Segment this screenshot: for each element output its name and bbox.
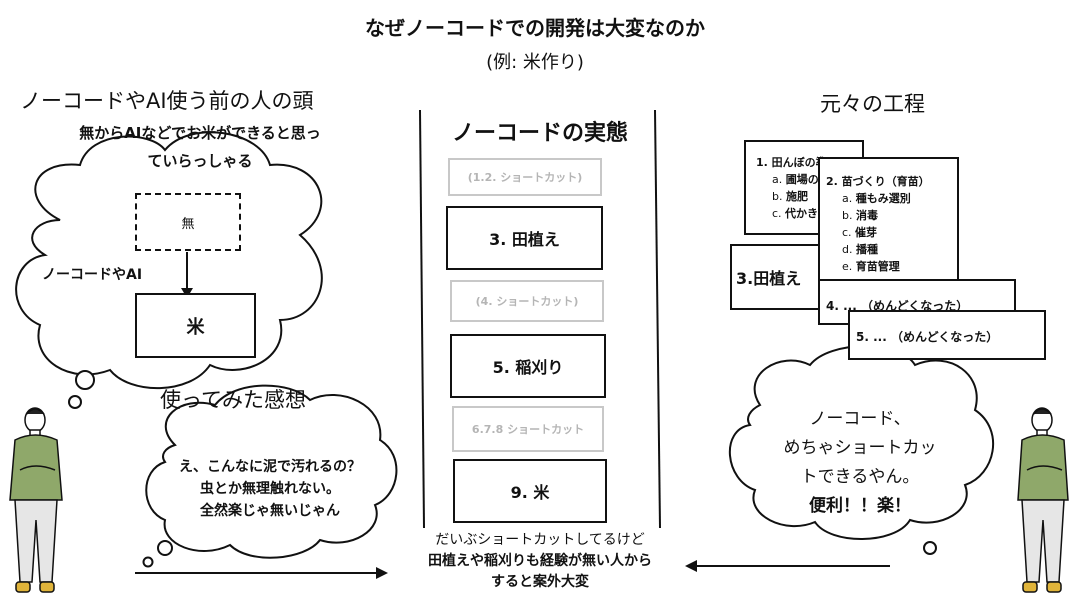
item-letter: d. [842,243,853,256]
divider-right [654,109,661,529]
page2-item-c: c. 催芽 [826,224,957,241]
mu-label: 無 [181,216,195,232]
left-thought-line1: 無からAIなどでお米ができると思っ [79,124,321,142]
right-heading: 元々の工程 [820,92,925,116]
impression-cloud [142,384,398,568]
center-heading: ノーコードの実態 [451,121,628,146]
center-note-line2: 田植えや稲刈りも経験が無い人から [428,553,652,569]
item-letter: a. [772,173,783,186]
step-3-rice-planting: 3. 田植え [446,206,603,270]
page2-title: 2. 苗づくり（育苗） [826,175,930,188]
person-left-illustration [9,407,63,593]
step-shortcut-6-7-8: 6.7.8 ショートカット [452,406,604,452]
right-thought-line3: トできるやん。 [800,467,920,487]
step-label: (4. ショートカット) [475,295,579,308]
center-note: だいぶショートカットしてるけど 田植えや稲刈りも経験が無い人から すると案外大変 [395,530,685,593]
step-label: 5. 稲刈り [492,358,564,377]
divider-left [419,109,425,529]
right-thought-line1: ノーコード、 [809,409,911,429]
page3-title: 3.田植え [736,269,802,288]
right-thought-line2: めちゃショートカッ [783,438,937,458]
item-text: 代かき [785,207,819,220]
bottom-right-arrow [685,560,890,572]
item-text: 消毒 [855,209,878,222]
step-label: 9. 米 [510,483,550,502]
impression-text: え、こんなに泥で汚れるの？ 虫とか無理触れない。 全然楽じゃ無いじゃん [140,456,400,522]
item-letter: c. [772,207,782,220]
item-text: 育苗管理 [855,260,900,273]
page4-title: 4. ... （めんどくなった） [826,299,969,313]
right-thought-text: ノーコード、 めちゃショートカッ トできるやん。 便利！！楽！ [745,405,975,521]
item-text: 播種 [855,243,878,256]
left-thought-line2: ていらっしゃる [147,152,253,170]
center-note-line1: だいぶショートカットしてるけど [435,532,645,548]
center-note-line3: すると案外大変 [491,574,589,590]
item-text: 種もみ選別 [855,192,911,205]
page2-item-d: d. 播種 [826,241,957,258]
kome-label: 米 [186,316,205,338]
item-letter: c. [842,226,852,239]
impression-line2: 虫とか無理触れない。 [200,481,340,497]
item-text: 催芽 [855,226,878,239]
left-heading: ノーコードやAI使う前の人の頭 [20,89,314,113]
item-letter: b. [842,209,853,222]
process-page-2: 2. 苗づくり（育苗） a. 種もみ選別 b. 消毒 c. 催芽 d. 播種 e… [818,157,959,285]
step-label: 3. 田植え [489,230,560,249]
page1-item-a: a. 圃場の [756,171,862,188]
item-text: 施肥 [785,190,808,203]
page-title: なぜノーコードでの開発は大変なのか [365,16,705,40]
right-thought-cloud [728,345,994,555]
page-subtitle: (例: 米作り) [486,52,584,73]
person-right-illustration [1017,407,1069,593]
impression-line1: え、こんなに泥で汚れるの？ [179,459,361,475]
kome-box: 米 [135,293,256,358]
step-label: 6.7.8 ショートカット [471,423,585,436]
impression-line3: 全然楽じゃ無いじゃん [200,503,340,519]
bottom-left-arrow [135,567,388,579]
step-9-rice: 9. 米 [453,459,607,523]
page2-item-e: e. 育苗管理 [826,258,957,275]
page2-item-a: a. 種もみ選別 [826,190,957,207]
step-shortcut-1-2: (1.2. ショートカット) [448,158,602,196]
page1-item-b: b. 施肥 [756,188,862,205]
page1-title: 1. 田んぼの準 [756,156,827,169]
impression-heading: 使ってみた感想 [160,388,306,412]
page2-item-b: b. 消毒 [826,207,957,224]
step-label: (1.2. ショートカット) [467,171,583,184]
item-letter: b. [772,190,783,203]
item-letter: a. [842,192,853,205]
page5-title: 5. ... （めんどくなった） [856,330,999,344]
right-thought-line4: 便利！！楽！ [809,496,911,516]
step-5-harvest: 5. 稲刈り [450,334,606,398]
page1-item-c: c. 代かき [756,205,862,222]
nocode-ai-label: ノーコードやAI [42,267,143,283]
item-text: 圃場の [785,173,819,186]
item-letter: e. [842,260,853,273]
step-shortcut-4: (4. ショートカット) [450,280,604,322]
process-page-5: 5. ... （めんどくなった） [848,310,1046,360]
mu-box: 無 [135,193,241,251]
